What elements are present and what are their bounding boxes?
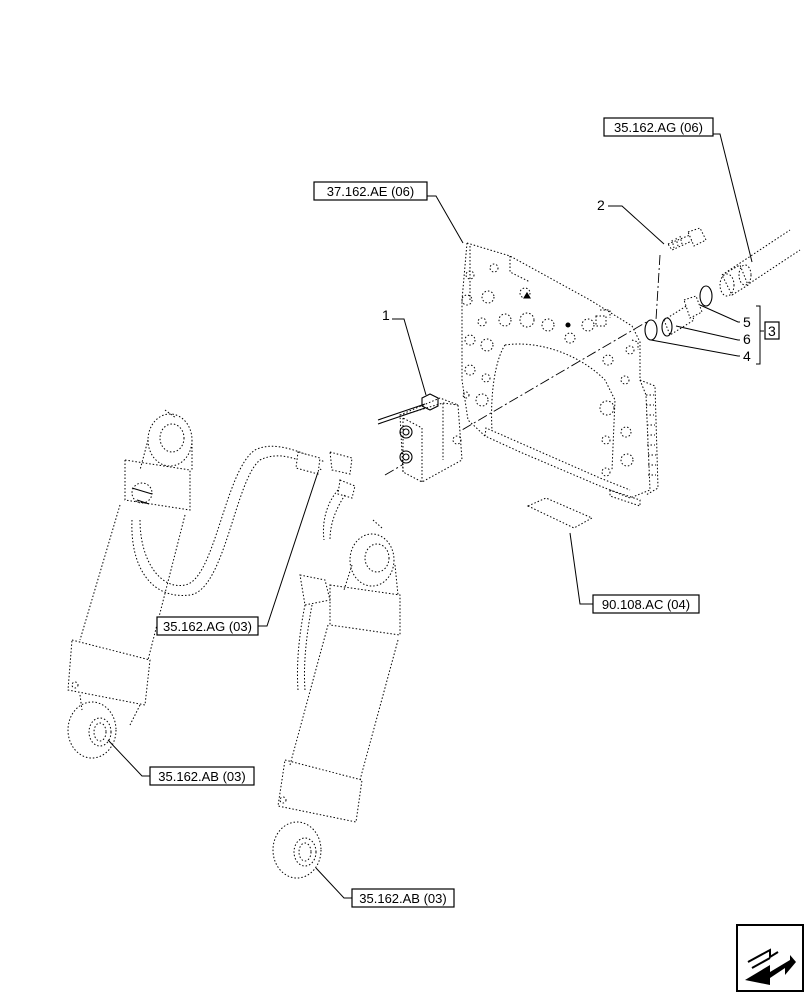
item-number-6: 6 <box>743 331 751 347</box>
decal-sticker <box>526 497 594 529</box>
ref-label-hose-mid: 35.162.AG (03) <box>163 619 252 634</box>
item-number-2: 2 <box>597 197 605 213</box>
ref-box-cylinder-left[interactable]: 35.162.AB (03) <box>149 766 255 786</box>
ref-label-hose-top: 35.162.AG (06) <box>614 120 703 135</box>
hydraulic-hoses-lower <box>131 445 356 691</box>
ref-box-cylinder-right[interactable]: 35.162.AB (03) <box>351 888 455 908</box>
ref-label-cylinder-left: 35.162.AB (03) <box>158 769 245 784</box>
ref-box-bracket[interactable]: 37.162.AE (06) <box>313 181 428 201</box>
next-page-arrow-icon[interactable] <box>736 924 804 992</box>
item-number-4: 4 <box>743 348 751 364</box>
item-number-1: 1 <box>382 307 390 323</box>
item-number-5: 5 <box>743 314 751 330</box>
ref-box-hose-top[interactable]: 35.162.AG (06) <box>603 117 714 137</box>
ref-box-decal[interactable]: 90.108.AC (04) <box>592 594 700 614</box>
ref-box-hose-mid[interactable]: 35.162.AG (03) <box>156 616 259 636</box>
bolt <box>667 227 707 251</box>
ref-label-cylinder-right: 35.162.AB (03) <box>359 891 446 906</box>
hydraulic-cylinder-left <box>67 409 193 759</box>
leader-lines <box>107 133 764 899</box>
ref-label-decal: 90.108.AC (04) <box>602 597 690 612</box>
item-number-3: 3 <box>768 323 776 339</box>
assembly-center-line <box>384 319 651 476</box>
adapter-fitting <box>644 285 713 341</box>
bolt-axis-line <box>655 254 661 321</box>
hydraulic-hose-upper <box>719 229 801 297</box>
hydraulic-cylinder-right <box>272 519 401 879</box>
item-kit-box-3: 3 <box>764 321 780 340</box>
mounting-bracket-plate <box>461 242 659 507</box>
valve-block <box>377 393 463 483</box>
ref-label-bracket: 37.162.AE (06) <box>327 184 414 199</box>
